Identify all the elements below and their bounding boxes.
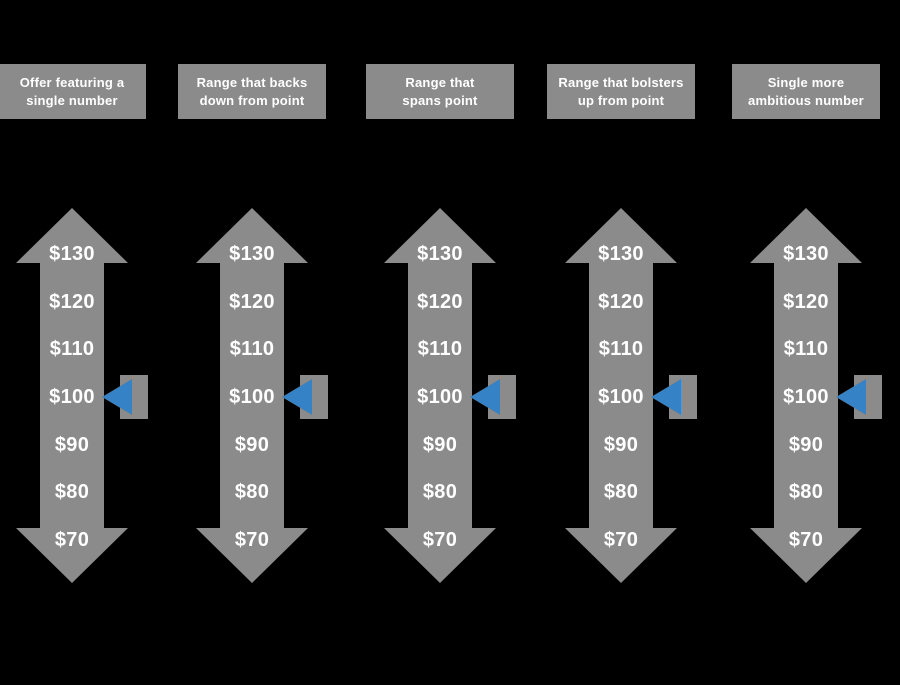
price-scale: $130 $120 $110 $100 $90 $80 $70	[565, 208, 697, 583]
price-label: $90	[234, 433, 270, 456]
strategy-header: Offer featuring a single number	[0, 64, 146, 119]
header-line2: ambitious number	[748, 92, 864, 108]
header-line2: spans point	[402, 92, 478, 108]
left-triangle-icon	[102, 379, 132, 415]
price-label: $120	[417, 290, 463, 313]
price-label: $100	[229, 386, 275, 408]
price-label: $120	[49, 290, 95, 313]
price-point-marker	[470, 375, 518, 419]
price-scale: $130 $120 $110 $100 $90 $80 $70	[384, 208, 516, 583]
strategy-column: Range that spans point $130$120$110$100$…	[350, 0, 530, 685]
price-label: $130	[598, 243, 644, 265]
price-label: $130	[783, 243, 829, 265]
double-arrow-icon	[384, 208, 496, 583]
price-label: $100	[783, 386, 829, 408]
price-label: $70	[54, 529, 90, 551]
left-triangle-icon	[470, 379, 500, 415]
strategy-column: Range that backs down from point $130 $12…	[162, 0, 342, 685]
double-arrow-icon	[750, 208, 862, 583]
price-label: $110	[49, 338, 95, 361]
strategy-column: Single more ambitious number $130 $120 $11…	[716, 0, 896, 685]
header-line1: Offer featuring a	[19, 74, 125, 90]
price-label: $80	[234, 481, 270, 504]
price-label: $110	[417, 338, 463, 361]
price-label: $80	[422, 481, 458, 504]
price-label: $100	[417, 386, 463, 408]
header-line2: single number	[26, 92, 118, 108]
price-label: $130	[49, 243, 95, 265]
header-line2: up from point	[577, 92, 665, 108]
price-label: $90	[788, 433, 824, 456]
price-label: $90	[54, 433, 90, 456]
price-label: $90	[422, 433, 458, 456]
price-scale: $130 $120 $110 $100 $90 $80 $70	[16, 208, 148, 583]
strategy-header: Range that spans point	[366, 64, 514, 119]
header-line1: Range that backs	[196, 74, 308, 90]
price-point-marker	[651, 375, 699, 419]
price-label: $130	[229, 243, 275, 265]
header-line1: Single more	[767, 74, 845, 90]
price-label: $90	[603, 433, 639, 456]
price-label: $70	[422, 529, 458, 551]
price-label: $110	[229, 338, 275, 361]
price-label: $80	[603, 481, 639, 504]
price-label: $70	[788, 529, 824, 551]
price-label: $80	[788, 481, 824, 504]
price-scale: $130 $120 $110 $100 $90 $80 $70	[196, 208, 328, 583]
price-label: $120	[783, 290, 829, 313]
price-label: $70	[603, 529, 639, 551]
header-line1: Range that	[405, 74, 475, 90]
header-line2: down from point	[199, 92, 305, 108]
double-arrow-icon	[565, 208, 677, 583]
price-label: $100	[49, 386, 95, 408]
price-label: $120	[598, 290, 644, 313]
price-label: $80	[54, 481, 90, 504]
left-triangle-icon	[651, 379, 681, 415]
strategy-column: Range that bolsters up from point $130$1…	[531, 0, 711, 685]
price-label: $100	[598, 386, 644, 408]
price-label: $110	[598, 338, 644, 361]
double-arrow-icon	[196, 208, 308, 583]
strategy-header: Range that backs down from point	[178, 64, 326, 119]
left-triangle-icon	[836, 379, 866, 415]
price-label: $120	[229, 290, 275, 313]
price-label: $70	[234, 529, 270, 551]
price-point-marker	[836, 375, 884, 419]
header-line1: Range that bolsters	[558, 74, 684, 90]
left-triangle-icon	[282, 379, 312, 415]
strategy-header: Range that bolsters up from point	[547, 64, 695, 119]
price-label: $110	[783, 338, 829, 361]
strategy-column: Offer featuring a single number $130 $120…	[0, 0, 162, 685]
price-scale: $130 $120 $110 $100 $90 $80 $70	[750, 208, 882, 583]
price-point-marker	[282, 375, 330, 419]
double-arrow-icon	[16, 208, 128, 583]
strategy-header: Single more ambitious number	[732, 64, 880, 119]
price-label: $130	[417, 243, 463, 265]
price-point-marker	[102, 375, 150, 419]
